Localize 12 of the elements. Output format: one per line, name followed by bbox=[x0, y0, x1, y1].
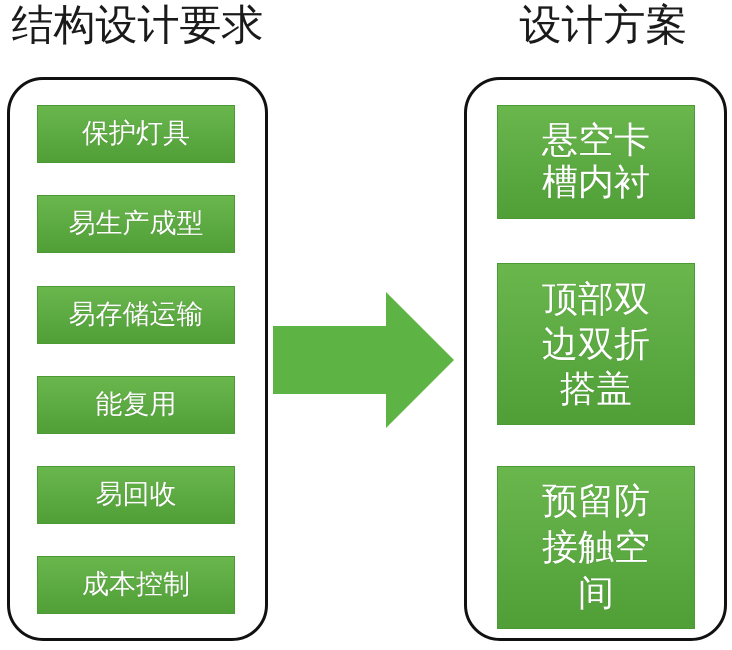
process-box: 预留防接触空间 bbox=[497, 466, 695, 629]
process-box: 易存储运输 bbox=[37, 286, 235, 344]
process-box: 易生产成型 bbox=[37, 195, 235, 253]
process-box: 易回收 bbox=[37, 466, 235, 524]
process-box: 成本控制 bbox=[37, 556, 235, 614]
heading: 结构设计要求 bbox=[12, 0, 264, 50]
heading: 设计方案 bbox=[520, 0, 688, 50]
process-box: 悬空卡槽内衬 bbox=[497, 105, 695, 219]
process-box: 顶部双边双折搭盖 bbox=[497, 263, 695, 425]
process-box: 保护灯具 bbox=[37, 105, 235, 163]
process-box: 能复用 bbox=[37, 376, 235, 434]
block-arrow bbox=[273, 292, 454, 428]
